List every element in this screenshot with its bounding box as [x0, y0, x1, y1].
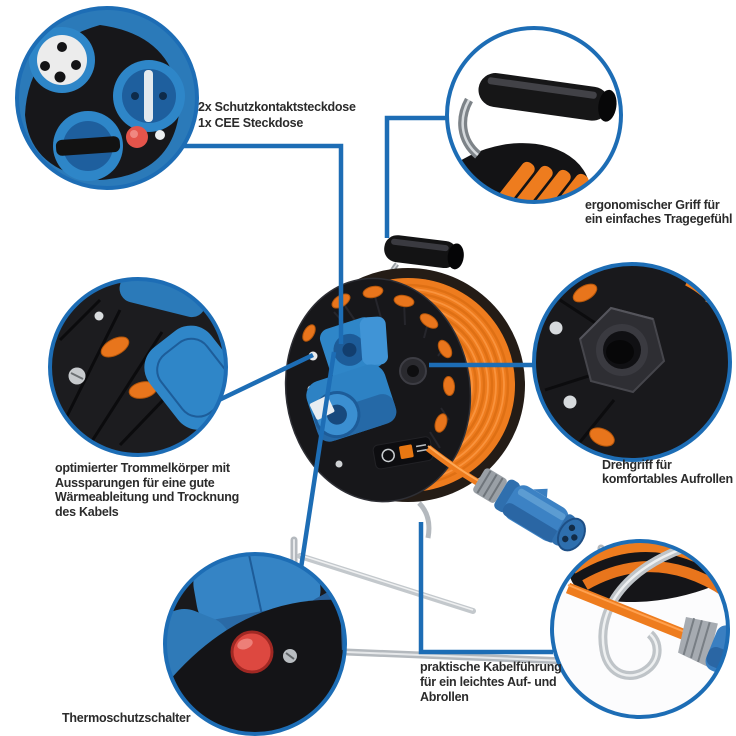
- label-line: für ein leichtes Auf- und: [420, 675, 557, 689]
- callout-ring: [163, 552, 347, 736]
- winding-knob: [399, 357, 427, 385]
- callout-ring: [445, 26, 623, 204]
- schuko-socket-bottom: [53, 111, 123, 181]
- label-handle: ergonomischer Griff für ein einfaches Tr…: [585, 198, 733, 226]
- handle-grip: [478, 73, 617, 122]
- thermo-reset-button: [230, 630, 274, 674]
- label-line: 1x CEE Steckdose: [198, 116, 304, 130]
- label-line: komfortables Aufrollen: [602, 472, 733, 486]
- label-guide: praktische Kabelführung für ein leichtes…: [420, 660, 562, 705]
- label-line: Abrollen: [420, 690, 469, 704]
- callout-knob-circle: [532, 262, 732, 462]
- leader-lines: [184, 115, 553, 655]
- callout-ring: [532, 262, 732, 462]
- callout-ring: [48, 277, 228, 457]
- leader-guide: [418, 522, 553, 655]
- reset-button-red: [126, 126, 148, 148]
- rotary-knob: [578, 306, 666, 394]
- label-line: des Kabels: [55, 504, 119, 519]
- socket-cover-top: [119, 279, 210, 318]
- guided-cable: [565, 582, 703, 647]
- main-product-image: [284, 235, 605, 665]
- callout-sockets-circle: [15, 6, 199, 190]
- leader-drum: [218, 352, 314, 403]
- label-line: Drehgriff für: [602, 458, 672, 472]
- drum-face: [284, 277, 472, 503]
- label-line: Aussparungen für eine gute: [55, 475, 215, 490]
- label-line: 2x Schutzkontaktsteckdose: [198, 100, 356, 114]
- callout-ring: [15, 6, 199, 190]
- schuko-socket-right: [113, 60, 185, 132]
- callout-ring: [550, 539, 730, 719]
- label-line: praktische Kabelführung: [420, 660, 562, 674]
- label-knob: Drehgriff für komfortables Aufrollen: [602, 458, 733, 486]
- screw-dot: [549, 321, 563, 335]
- label-line: ergonomischer Griff für: [585, 198, 720, 212]
- carry-handle: [384, 235, 464, 300]
- label-line: ein einfaches Tragegefühl: [585, 212, 733, 226]
- indicator-dot: [155, 130, 165, 140]
- leader-thermo: [298, 351, 337, 569]
- screw-dot: [563, 395, 577, 409]
- label-line: Wärmeableitung und Trocknung: [55, 490, 239, 505]
- label-line: Thermoschutzschalter: [62, 711, 191, 725]
- label-drum: optimierter Trommelkörper mit Aussparung…: [55, 461, 239, 519]
- drum-socket-upper: [319, 316, 388, 379]
- callout-thermo-circle: [163, 552, 347, 736]
- cee-plug-assembly: [425, 445, 586, 552]
- callout-drum-circle: [48, 277, 228, 457]
- leader-handle: [384, 115, 449, 238]
- leader-sockets: [184, 143, 344, 344]
- screw-dot: [335, 460, 343, 468]
- label-thermo: Thermoschutzschalter: [62, 711, 191, 726]
- screw-dot: [94, 311, 104, 321]
- cee-socket: [29, 27, 95, 93]
- label-sockets: 2x Schutzkontaktsteckdose 1x CEE Steckdo…: [198, 99, 356, 131]
- stand-front-bar-highlight: [299, 554, 474, 611]
- rating-label-panel: [372, 436, 434, 470]
- stand-front-bar: [297, 553, 476, 614]
- label-line: optimierter Trommelkörper mit: [55, 461, 230, 475]
